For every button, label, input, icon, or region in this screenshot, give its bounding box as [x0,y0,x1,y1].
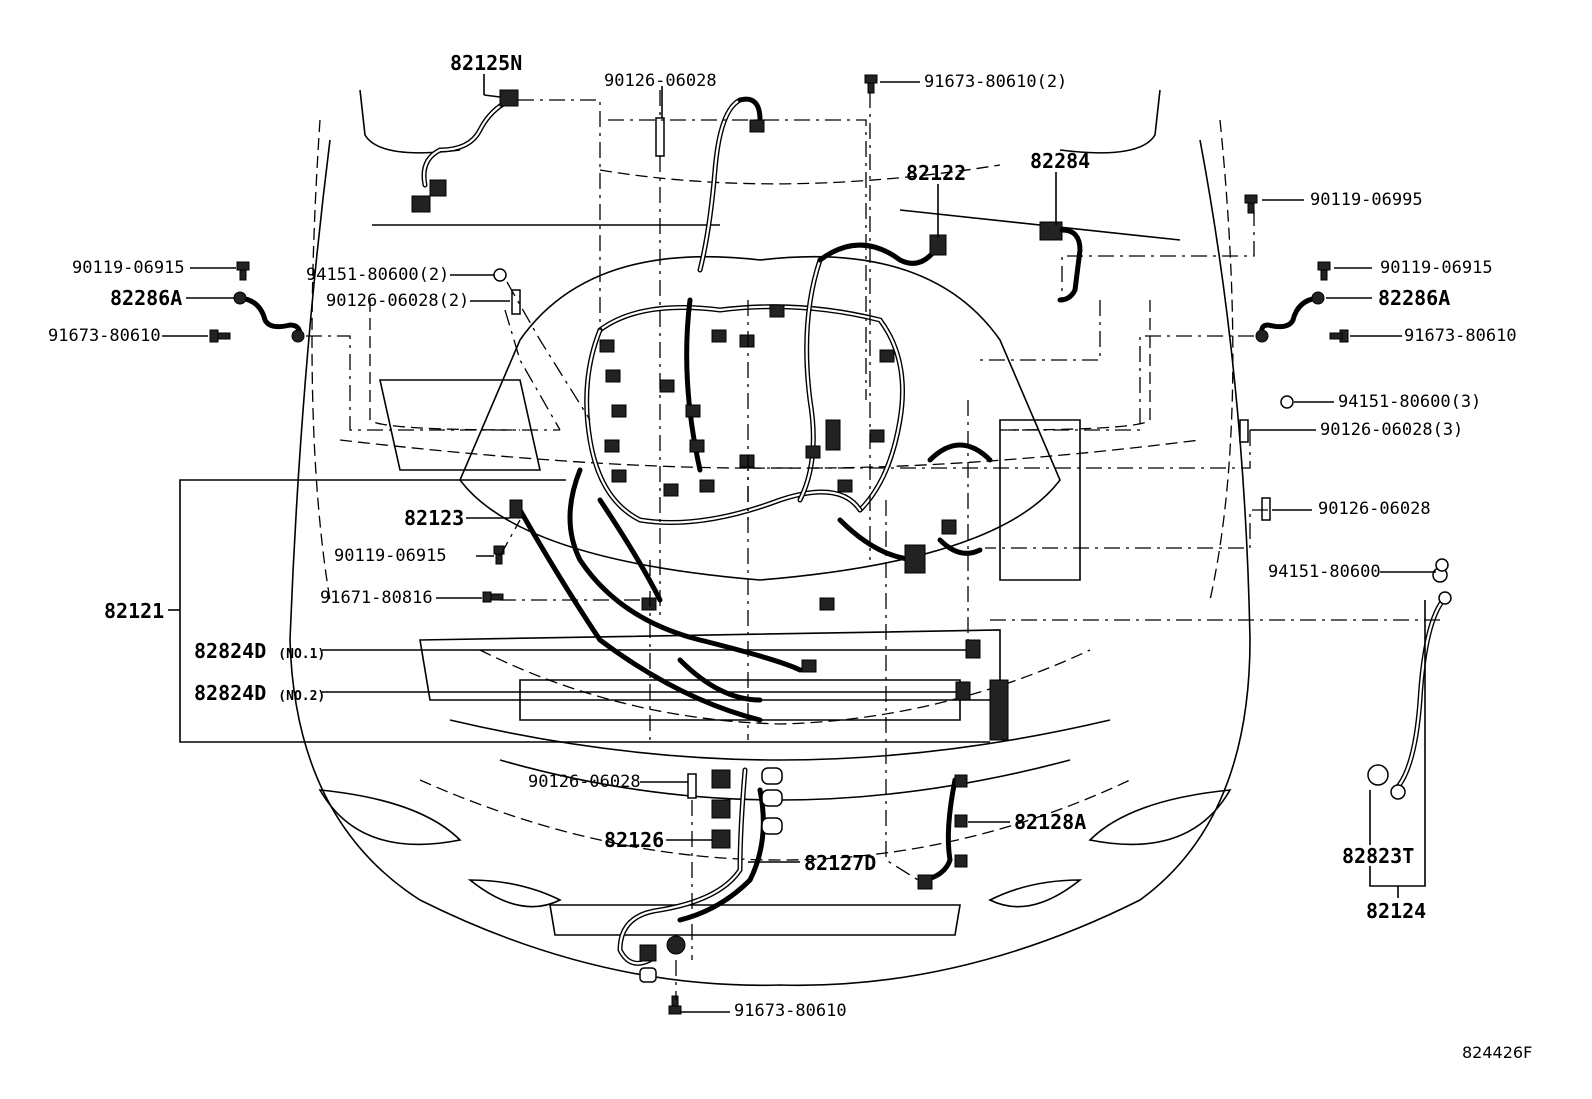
part-label-91673-80610-right: 91673-80610 [1404,326,1517,346]
bolt-icon [864,74,878,94]
part-label-90119-06915-left: 90119-06915 [72,258,185,278]
engine-wire-harness [517,96,993,723]
part-label-91673-80610-bottom: 91673-80610 [734,1001,847,1021]
clip-icon [687,773,697,799]
clip-icon [511,289,521,315]
part-label-90119-06995: 90119-06995 [1310,190,1423,210]
sub-harness-82122 [929,221,1083,303]
part-label-82122: 82122 [906,161,967,185]
harness-connectors [599,119,957,673]
vehicle-body-outline [289,89,1251,987]
clip-icon [655,117,665,157]
part-number: 82824D [194,639,267,663]
part-label-90119-06915-right: 90119-06915 [1380,258,1493,278]
sensor-lead-82286A-right [1255,291,1325,343]
sub-harness-82128A [917,679,1009,890]
sensor-lead-82286A-left [233,291,305,343]
part-label-82823T: 82823T [1342,844,1415,868]
clip-icon [1261,497,1271,521]
bolt-icon [482,591,504,603]
part-label-94151-80600-2: 94151-80600(2) [306,265,450,285]
part-label-90119-06915-mid: 90119-06915 [334,546,447,566]
part-label-91673-80610-left: 91673-80610 [48,326,161,346]
bolt-icon [1329,329,1349,343]
reference-lines [306,90,1440,1000]
clip-icon [1239,419,1249,443]
part-label-82121: 82121 [104,599,165,623]
part-label-82286A-right: 82286A [1378,286,1451,310]
figure-code: 824426F [1462,1043,1533,1062]
sub-harness-82125N [411,89,519,213]
part-label-91671-80816: 91671-80816 [320,588,433,608]
part-label-82824D-no2: 82824D (NO.2) [194,682,325,708]
part-label-90126-06028-low: 90126-06028 [528,772,641,792]
callout-leaders [162,74,1436,1013]
relay-blocks-82824D [955,639,981,701]
sub-harness-82127D [617,767,783,983]
ground-cable-82124 [1367,567,1452,800]
part-label-82124: 82124 [1366,899,1427,923]
part-label-91673-80610-2: 91673-80610(2) [924,72,1068,92]
nut-icon [1280,395,1294,409]
nut-icon [1435,558,1449,572]
bolt-icon [668,995,682,1015]
nut-icon [493,268,507,282]
part-label-82284: 82284 [1030,149,1091,173]
part-label-90126-06028-2: 90126-06028(2) [326,291,470,311]
bolt-icon [236,261,250,281]
part-label-82125N: 82125N [450,51,523,75]
part-label-82286A-left: 82286A [110,286,183,310]
part-number: 82824D [194,681,267,705]
part-label-94151-80600-3: 94151-80600(3) [1338,392,1482,412]
part-label-82123: 82123 [404,506,465,530]
part-note: (NO.2) [278,689,326,704]
fasteners [209,74,1449,1015]
part-label-82126: 82126 [604,828,665,852]
bolt-icon [1244,194,1258,214]
part-label-82128A: 82128A [1014,810,1087,834]
part-label-90126-06028-right: 90126-06028 [1318,499,1431,519]
part-label-82824D-no1: 82824D (NO.1) [194,640,325,666]
bolt-icon [209,329,231,343]
part-label-94151-80600: 94151-80600 [1268,562,1381,582]
part-label-90126-06028-3: 90126-06028(3) [1320,420,1464,440]
bolt-icon [493,545,505,565]
part-label-82127D: 82127D [804,851,877,875]
bolt-icon [1317,261,1331,281]
part-label-90126-06028-top: 90126-06028 [604,71,717,91]
clamp-icon [509,499,523,519]
part-note: (NO.1) [278,647,326,662]
